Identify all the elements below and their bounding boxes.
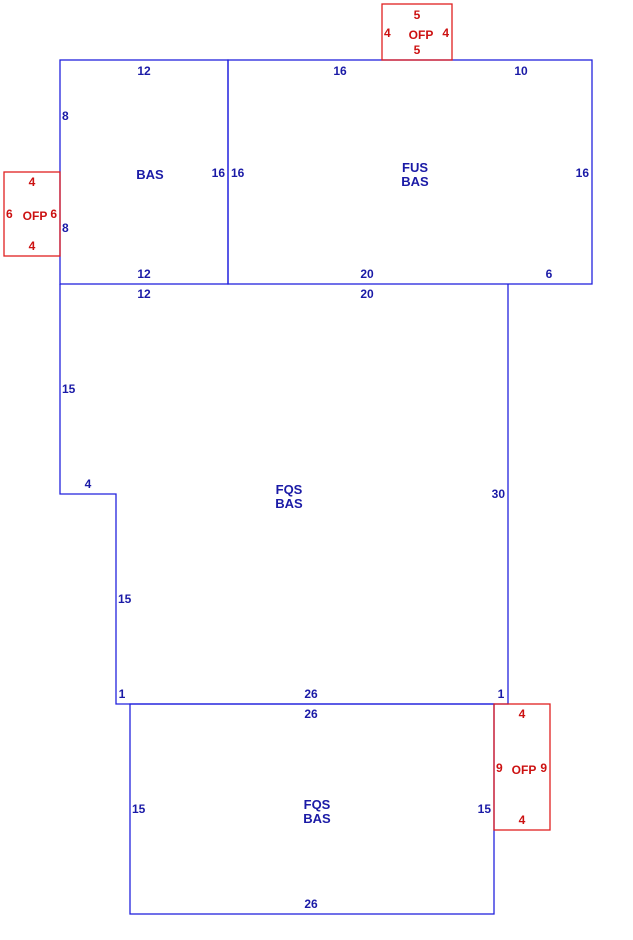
fqs-mid-bottom-left-dim: 1 bbox=[119, 687, 126, 701]
ofp-top-top-dim: 5 bbox=[414, 8, 421, 22]
ofp-left-right-dim: 6 bbox=[50, 207, 57, 221]
fus-top-left-dim: 16 bbox=[333, 64, 347, 78]
fus-bottom-left-dim: 20 bbox=[360, 267, 374, 281]
ofp-right-outline bbox=[493, 703, 551, 831]
ofp-left-outline bbox=[3, 171, 61, 257]
fqs-bottom-left-dim: 15 bbox=[132, 802, 146, 816]
fqs-bottom-bottom-dim: 26 bbox=[304, 897, 318, 911]
bas-left-right-dim: 16 bbox=[212, 166, 226, 180]
fqs-mid-bottom-dim: 26 bbox=[304, 687, 318, 701]
ofp-right-area-label: OFP bbox=[512, 763, 537, 777]
fqs-bottom-right-dim: 15 bbox=[478, 802, 492, 816]
ofp-right-right-dim: 9 bbox=[540, 761, 547, 775]
ofp-top-left-dim: 4 bbox=[384, 26, 391, 40]
fqs-mid-bottom-right-dim: 1 bbox=[498, 687, 505, 701]
fqs-mid-top-left-dim: 12 bbox=[137, 287, 151, 301]
ofp-right-bottom-dim: 4 bbox=[519, 813, 526, 827]
fus-right-dim: 16 bbox=[576, 166, 590, 180]
fqs-bottom-top-dim: 26 bbox=[304, 707, 318, 721]
outlines bbox=[3, 3, 593, 915]
fqs-mid-top-right-dim: 20 bbox=[360, 287, 374, 301]
ofp-left-left-dim: 6 bbox=[6, 207, 13, 221]
bas-left-area-label: BAS bbox=[136, 167, 164, 182]
ofp-left-bottom-dim: 4 bbox=[29, 239, 36, 253]
fus-left-dim: 16 bbox=[231, 166, 245, 180]
ofp-top-right-dim: 4 bbox=[442, 26, 449, 40]
ofp-right-top-dim: 4 bbox=[519, 707, 526, 721]
ofp-left-top-dim: 4 bbox=[29, 175, 36, 189]
fqs-mid-notch-dim: 4 bbox=[85, 477, 92, 491]
fqs-mid-outline bbox=[59, 284, 509, 705]
fqs-bottom-area-label-1: FQS bbox=[304, 797, 331, 812]
bas-left-top-dim: 12 bbox=[137, 64, 151, 78]
ofp-top-outline bbox=[381, 3, 453, 61]
fqs-mid-left-lower-dim: 15 bbox=[118, 592, 132, 606]
ofp-top-area-label: OFP bbox=[409, 28, 434, 42]
bas-left-left-lower-dim: 8 bbox=[62, 221, 69, 235]
bas-left-left-upper-dim: 8 bbox=[62, 109, 69, 123]
fqs-mid-area-label-1: FQS bbox=[276, 482, 303, 497]
ofp-top-bottom-dim: 5 bbox=[414, 43, 421, 57]
fus-bottom-right-dim: 6 bbox=[546, 267, 553, 281]
fus-area-label-2: BAS bbox=[401, 174, 429, 189]
fus-area-label-1: FUS bbox=[402, 160, 428, 175]
ofp-left-area-label: OFP bbox=[23, 209, 48, 223]
fqs-mid-left-upper-dim: 15 bbox=[62, 382, 76, 396]
fqs-mid-right-dim: 30 bbox=[492, 487, 506, 501]
ofp-right-left-dim: 9 bbox=[496, 761, 503, 775]
fqs-mid-area-label-2: BAS bbox=[275, 496, 303, 511]
fqs-bottom-area-label-2: BAS bbox=[303, 811, 331, 826]
bas-left-bottom-dim: 12 bbox=[137, 267, 151, 281]
fus-top-right-dim: 10 bbox=[514, 64, 528, 78]
